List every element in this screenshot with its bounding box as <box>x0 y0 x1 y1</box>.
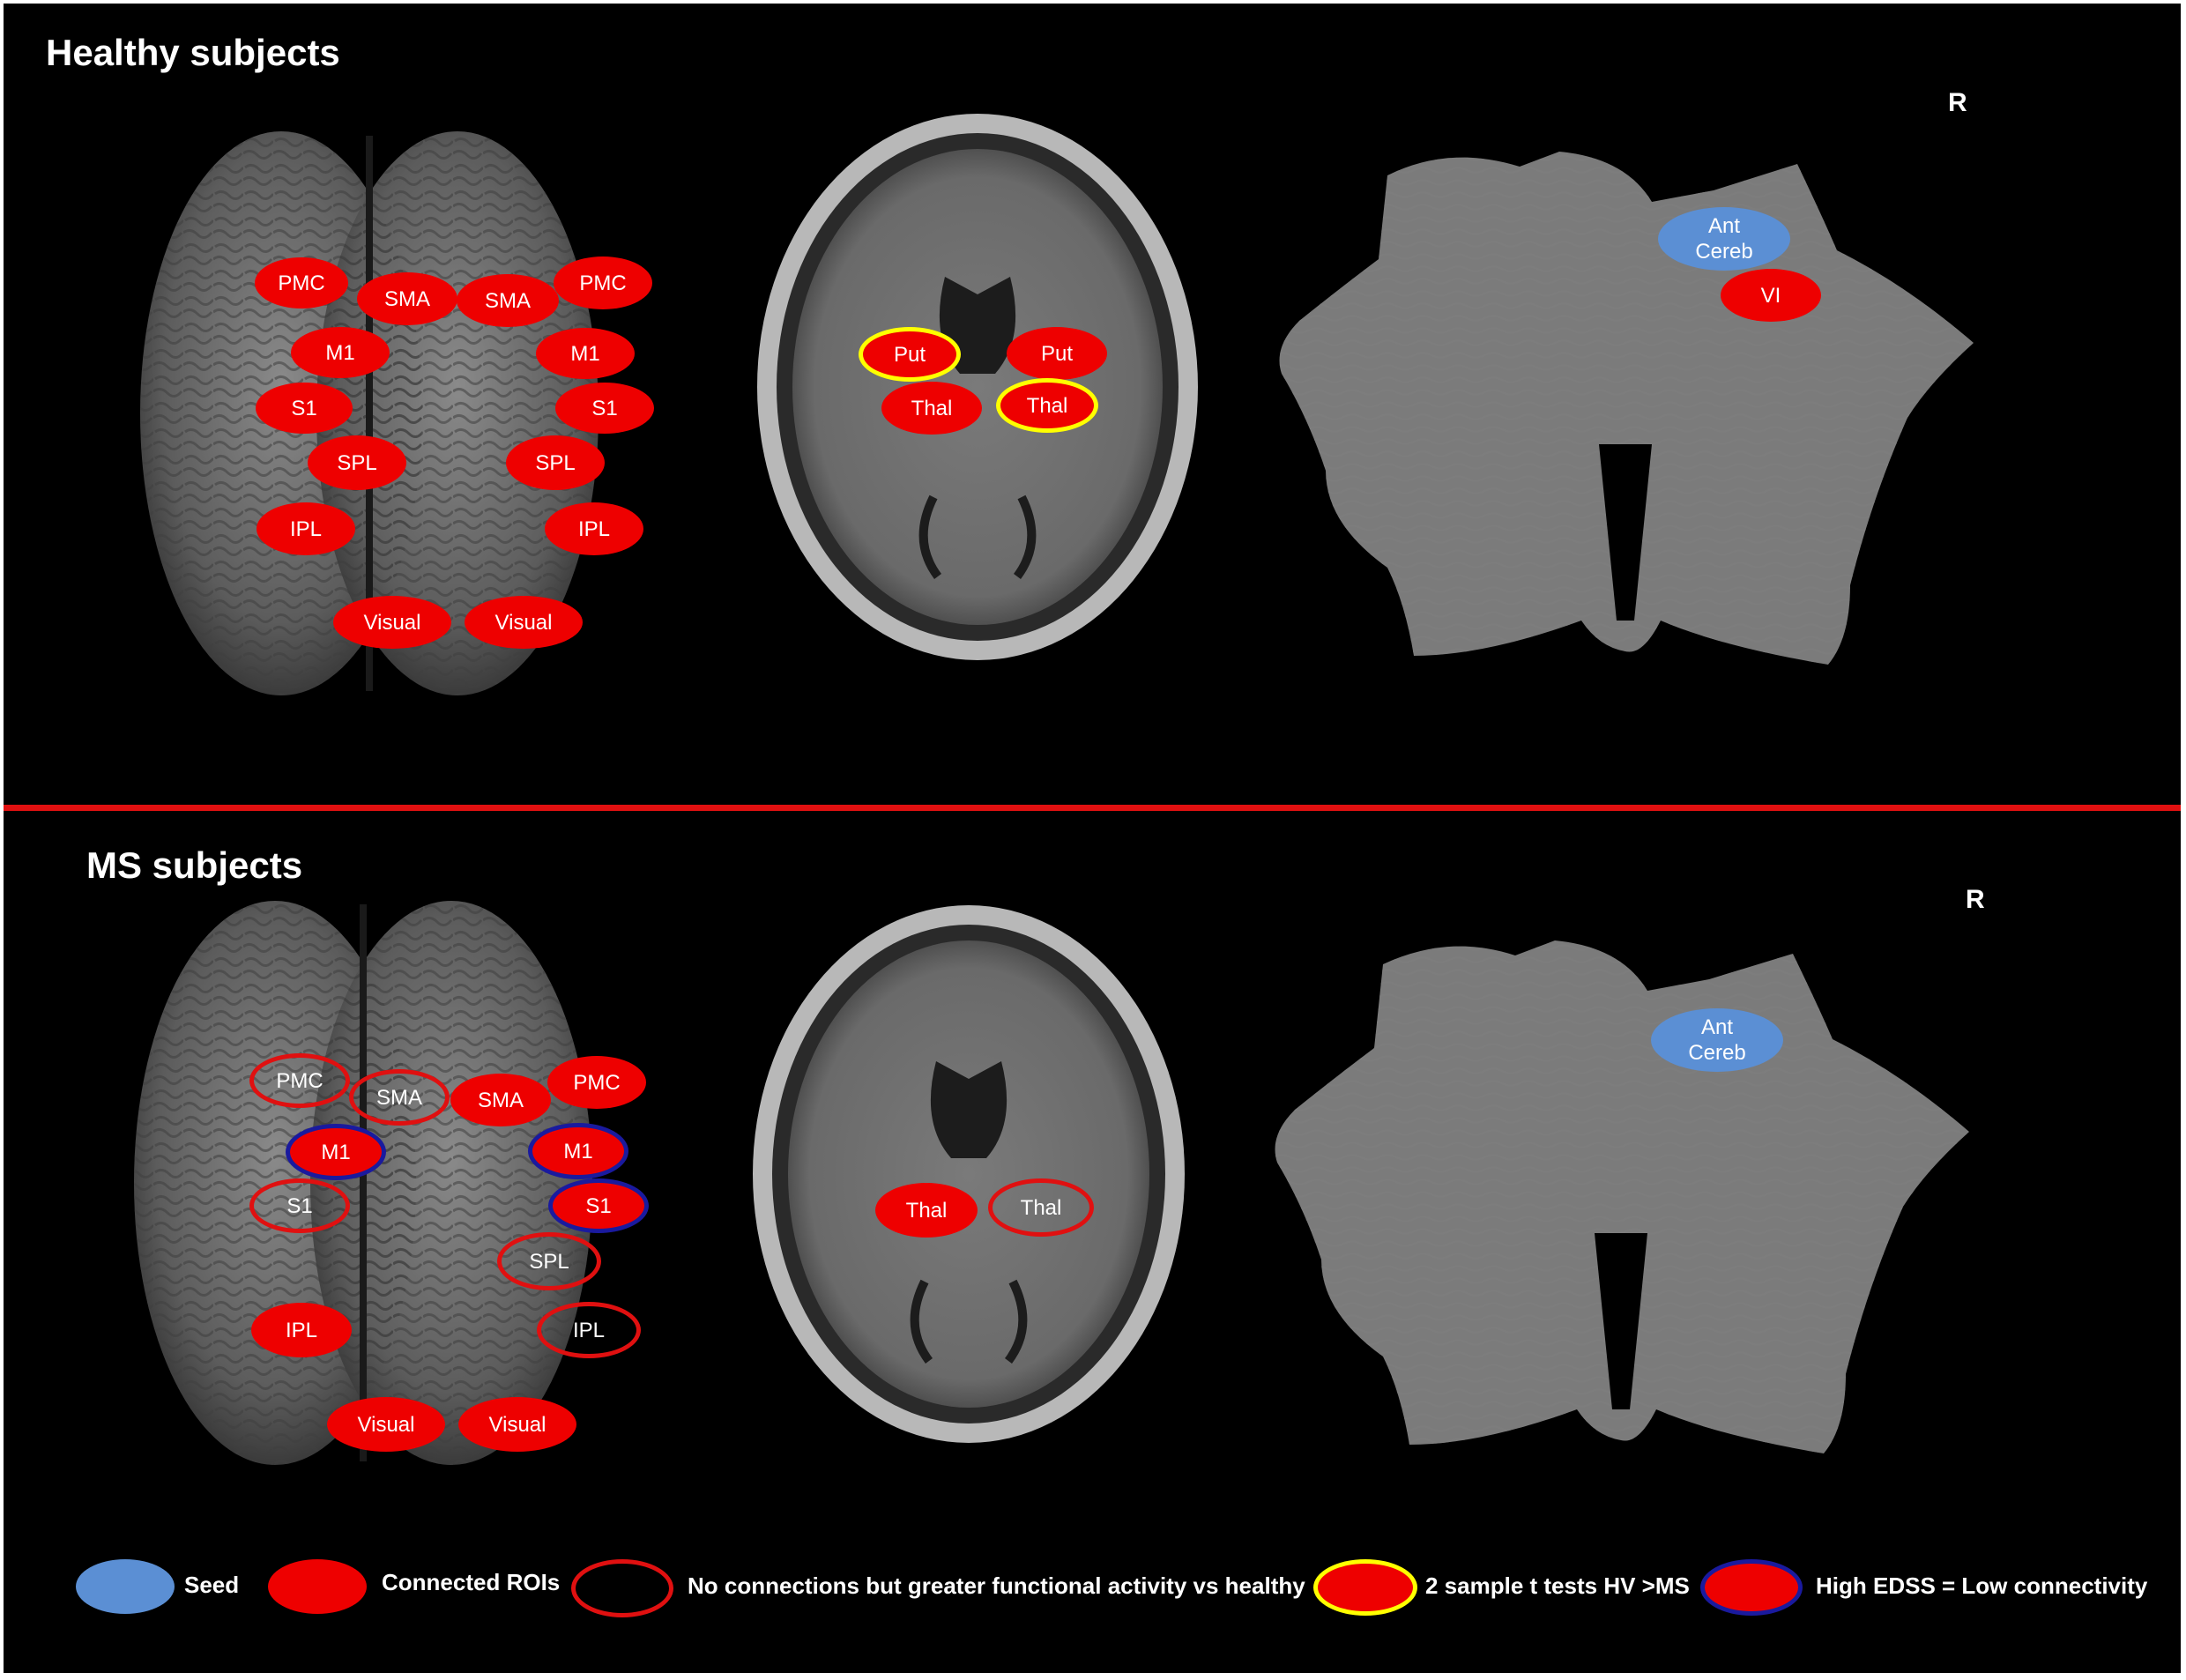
legend-seed-label: Seed <box>184 1572 239 1599</box>
roi-ms-cortex-sma-right: SMA <box>450 1074 551 1126</box>
roi-ms-axial-thal-left: Thal <box>875 1183 978 1238</box>
roi-ms-cortex-sma-left: SMA <box>349 1069 450 1126</box>
roi-healthy-cortex-m1-right: M1 <box>536 328 635 379</box>
roi-healthy-axial-put-left: Put <box>859 327 961 382</box>
healthy-orientation-label: R <box>1948 88 1967 118</box>
roi-healthy-cortex-s1-left: S1 <box>256 383 353 434</box>
ms-axial-slice <box>753 905 1185 1443</box>
roi-healthy-cerebellum-seed: Ant Cereb <box>1658 207 1790 271</box>
roi-healthy-cortex-sma-right: SMA <box>457 274 559 327</box>
panel-divider <box>4 805 2181 811</box>
roi-healthy-cortex-sma-left: SMA <box>357 272 457 325</box>
roi-ms-cortex-s1-left: S1 <box>249 1178 350 1233</box>
roi-healthy-cortex-ipl-right: IPL <box>545 502 643 555</box>
roi-healthy-axial-put-right: Put <box>1007 327 1107 380</box>
roi-ms-cerebellum-seed: Ant Cereb <box>1651 1008 1783 1072</box>
legend-blue-label: High EDSS = Low connectivity <box>1816 1572 2147 1600</box>
legend-connected-label: Connected ROIs <box>382 1569 560 1596</box>
roi-ms-cortex-pmc-right: PMC <box>547 1056 646 1109</box>
roi-ms-cortex-spl: SPL <box>497 1232 601 1290</box>
roi-healthy-axial-thal-left: Thal <box>881 382 982 435</box>
roi-healthy-cortex-visual-left: Visual <box>333 596 451 649</box>
roi-healthy-cortex-ipl-left: IPL <box>257 502 355 555</box>
roi-healthy-cerebellum-vi: VI <box>1721 269 1821 322</box>
roi-ms-cortex-s1-right: S1 <box>548 1178 649 1233</box>
roi-healthy-cortex-pmc-right: PMC <box>554 256 652 309</box>
healthy-panel-title: Healthy subjects <box>46 32 340 74</box>
roi-ms-cortex-pmc-left: PMC <box>249 1053 350 1108</box>
legend-ring-label: No connections but greater functional ac… <box>688 1572 1305 1600</box>
legend-blue-swatch <box>1700 1559 1803 1616</box>
legend-connected-swatch <box>268 1559 367 1614</box>
roi-ms-cortex-ipl-left: IPL <box>251 1303 352 1357</box>
roi-ms-cortex-visual-right: Visual <box>458 1397 576 1452</box>
roi-healthy-cortex-pmc-left: PMC <box>255 257 348 308</box>
roi-ms-cortex-m1-right: M1 <box>528 1123 628 1179</box>
roi-healthy-cortex-s1-right: S1 <box>555 383 654 434</box>
roi-ms-cortex-ipl-right: IPL <box>537 1302 641 1358</box>
roi-healthy-cortex-spl-right: SPL <box>506 435 605 490</box>
healthy-axial-slice <box>757 114 1198 660</box>
legend-yellow-swatch <box>1313 1559 1417 1616</box>
ms-cortex-render <box>134 901 592 1465</box>
ms-panel-title: MS subjects <box>86 844 302 887</box>
roi-ms-cortex-m1-left: M1 <box>286 1124 386 1180</box>
ms-orientation-label: R <box>1966 885 1985 915</box>
legend-ring-swatch <box>571 1559 673 1617</box>
roi-ms-axial-thal-right: Thal <box>988 1178 1094 1237</box>
roi-healthy-cortex-visual-right: Visual <box>465 596 583 649</box>
legend-seed-swatch <box>76 1559 175 1614</box>
figure: Healthy subjects R MS subjects R PMC SMA… <box>4 4 2181 1673</box>
roi-healthy-cortex-spl-left: SPL <box>308 435 406 490</box>
legend-yellow-label: 2 sample t tests HV >MS <box>1425 1572 1690 1600</box>
roi-ms-cortex-visual-left: Visual <box>327 1397 445 1452</box>
roi-healthy-cortex-m1-left: M1 <box>291 327 390 378</box>
roi-healthy-axial-thal-right: Thal <box>996 378 1098 433</box>
